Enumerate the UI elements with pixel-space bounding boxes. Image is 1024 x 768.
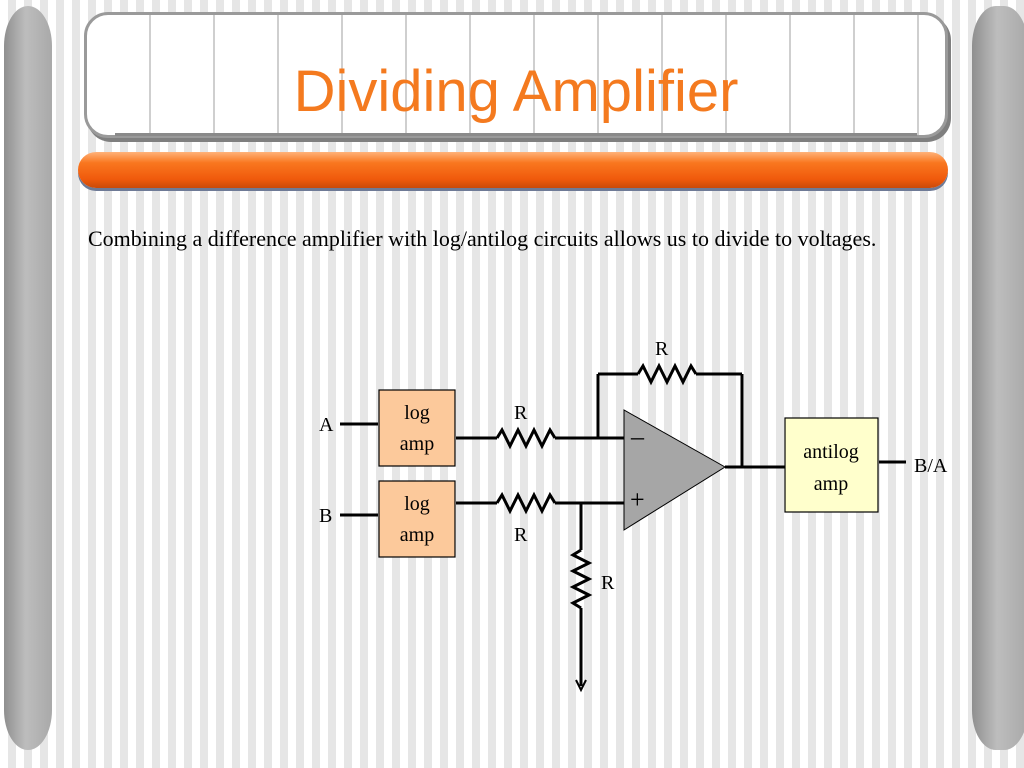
resistor-input-bottom-label: R (514, 524, 528, 546)
resistor-feedback-label: R (655, 338, 669, 360)
resistor-input-top-label: R (514, 402, 528, 424)
antilog-amp-line2: amp (814, 473, 848, 495)
input-a-label: A (319, 414, 334, 436)
antilog-amp-line1: antilog (803, 441, 859, 463)
output-label: B/A (914, 455, 948, 477)
resistor-ground-label: R (601, 572, 615, 594)
intro-text: Combining a difference amplifier with lo… (88, 226, 877, 251)
title-frame: Dividing Amplifier (84, 12, 948, 138)
right-decorative-bar (972, 6, 1024, 750)
log-amp-bottom-line2: amp (400, 524, 434, 546)
input-b-label: B (319, 505, 332, 527)
ground-resistor-path (569, 503, 593, 693)
left-decorative-bar (4, 6, 52, 750)
log-amp-top-line2: amp (400, 433, 434, 455)
log-amp-top-line1: log (404, 402, 430, 424)
opamp-plus-sign: + (630, 485, 645, 514)
feedback-path (596, 362, 744, 467)
title-underline-bar (78, 152, 948, 188)
opamp-minus-sign: – (630, 422, 645, 451)
log-amp-bottom-box (378, 480, 456, 558)
slide-title: Dividing Amplifier (293, 59, 739, 124)
opamp-triangle (623, 409, 726, 531)
antilog-amp-box (784, 417, 879, 513)
log-amp-top-box (378, 389, 456, 467)
top-input-path (456, 426, 624, 450)
log-amp-bottom-line1: log (404, 493, 430, 515)
bottom-input-path (456, 491, 624, 515)
